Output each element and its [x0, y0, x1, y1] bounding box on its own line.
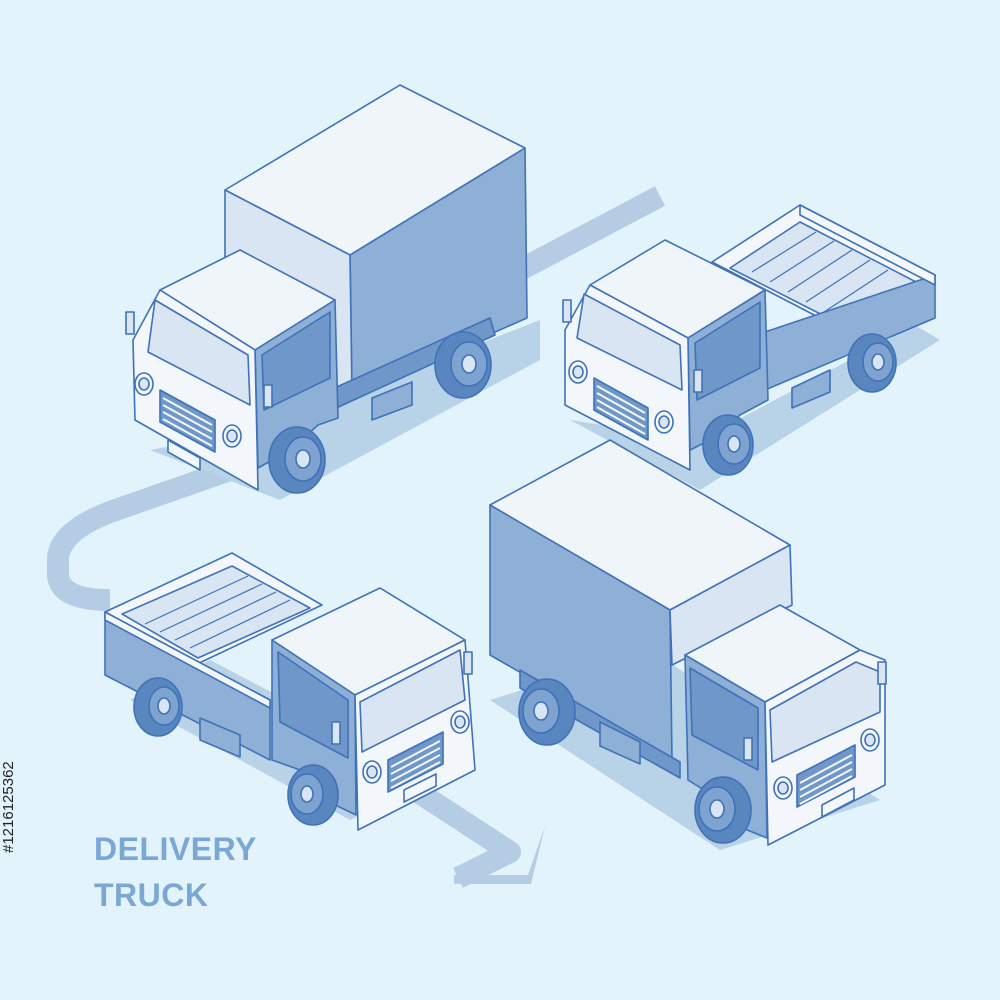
- windshield: [576, 293, 683, 391]
- pickup-truck-icon: [104, 552, 476, 831]
- title-line-2: TRUCK: [94, 877, 209, 913]
- title: DELIVERY TRUCK: [94, 826, 257, 918]
- windshield: [359, 649, 466, 753]
- windshield: [769, 661, 881, 763]
- route-arrowhead: [454, 826, 545, 884]
- box-truck-icon: [125, 84, 528, 494]
- license-plate: [821, 787, 855, 818]
- route-arrow-icon: [47, 186, 666, 888]
- side-mirror: [125, 311, 135, 335]
- side-window: [277, 651, 349, 759]
- license-plate: [167, 439, 201, 471]
- title-line-1: DELIVERY: [94, 831, 257, 867]
- grille: [593, 377, 649, 441]
- box-truck-icon: [489, 439, 887, 846]
- cargo-box-front: [669, 544, 793, 666]
- license-plate: [403, 773, 437, 803]
- windshield: [147, 299, 251, 406]
- stock-id: #1216125362: [0, 761, 17, 853]
- grille: [159, 389, 216, 453]
- pickup-truck-icon: [562, 204, 936, 476]
- side-window: [689, 667, 759, 771]
